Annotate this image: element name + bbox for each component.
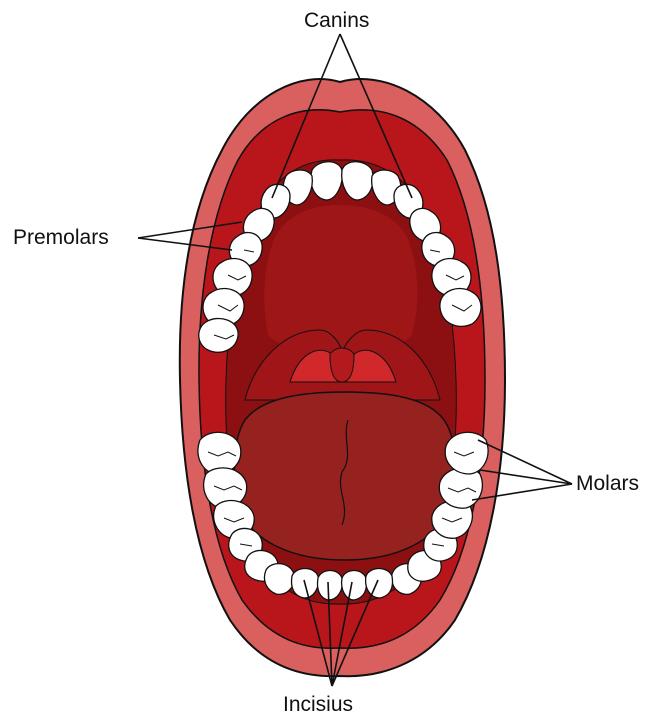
premolars-label: Premolars xyxy=(13,227,109,248)
canins-label: Canins xyxy=(304,10,369,31)
lower-incisor xyxy=(342,571,367,601)
lower-molar xyxy=(445,432,488,474)
uvula xyxy=(330,348,354,382)
palate xyxy=(264,205,417,352)
incisius-label: Incisius xyxy=(283,694,353,715)
lower-incisor xyxy=(317,571,342,601)
tongue xyxy=(235,392,456,560)
lower-canine xyxy=(264,564,294,595)
molars-label: Molars xyxy=(576,473,639,494)
lower-incisor xyxy=(366,569,393,599)
upper-molar xyxy=(440,289,481,327)
lower-molar xyxy=(439,468,482,508)
